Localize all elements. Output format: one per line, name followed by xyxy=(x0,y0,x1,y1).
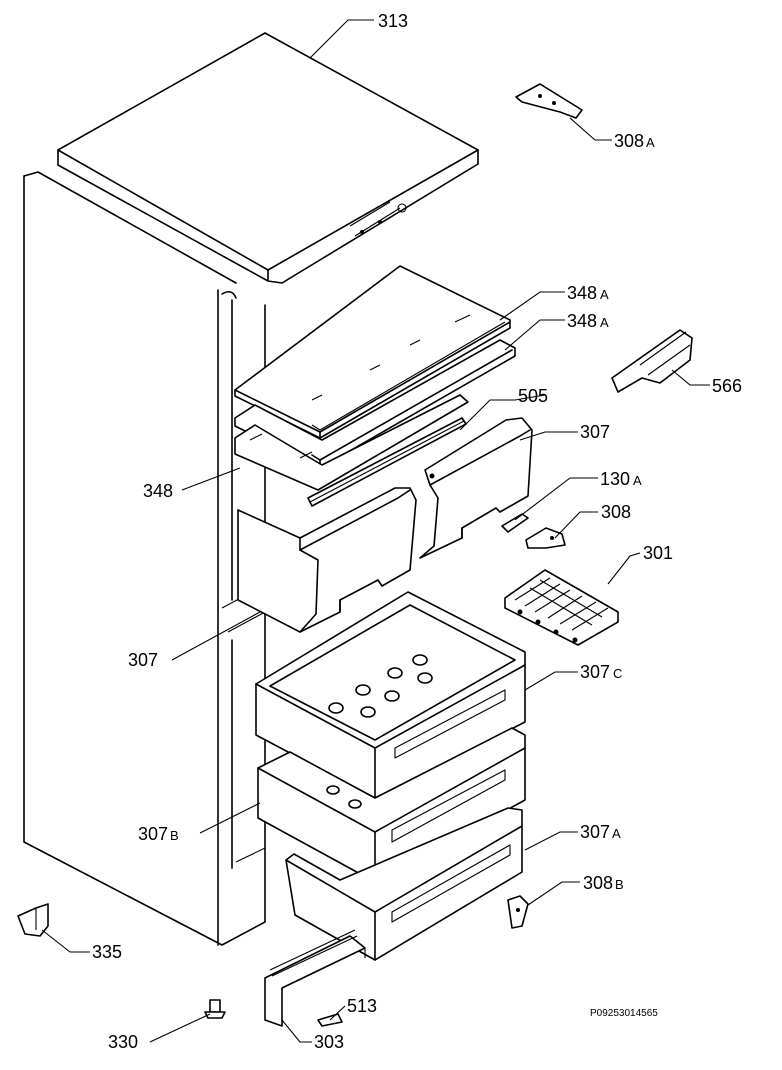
callout-303-number: 303 xyxy=(314,1032,344,1052)
callout-307b-suffix: B xyxy=(170,828,179,843)
callout-308-number: 308 xyxy=(601,502,631,522)
callout-130a-suffix: A xyxy=(633,473,642,488)
svg-text:513: 513 xyxy=(347,996,377,1016)
callout-348a-upper-suffix: A xyxy=(600,287,609,302)
callout-330-number: 330 xyxy=(108,1032,138,1052)
drawer-307b xyxy=(257,727,526,883)
callout-308a-suffix: A xyxy=(646,135,655,150)
callout-348-number: 348 xyxy=(143,481,173,501)
callout-307c-number: 307 xyxy=(580,662,610,682)
hinge-308a xyxy=(515,83,583,119)
leader-lines xyxy=(41,19,710,1043)
svg-text:348: 348 xyxy=(143,481,173,501)
callout-505: 505 xyxy=(518,386,548,406)
callout-513: 513 xyxy=(347,996,377,1016)
callout-313: 313 xyxy=(378,11,408,31)
hinge-335 xyxy=(17,903,49,937)
callout-307-right-number: 307 xyxy=(580,422,610,442)
callout-307a-suffix: A xyxy=(612,826,621,841)
callout-308b-number: 308 xyxy=(583,873,613,893)
callout-513-number: 513 xyxy=(347,996,377,1016)
glass-shelf-348 xyxy=(234,394,469,491)
part-308 xyxy=(525,527,566,549)
callout-307c-suffix: C xyxy=(613,666,622,681)
callout-308b-suffix: B xyxy=(615,877,624,892)
callout-307b-number: 307 xyxy=(138,824,168,844)
callout-505-number: 505 xyxy=(518,386,548,406)
callout-130a-number: 130 xyxy=(600,469,630,489)
drawer-307-right xyxy=(419,417,533,559)
svg-text:301: 301 xyxy=(643,543,673,563)
svg-text:566: 566 xyxy=(712,376,742,396)
callout-566: 566 xyxy=(712,376,742,396)
callout-308: 308 xyxy=(601,502,631,522)
hinge-566 xyxy=(611,329,693,393)
drawer-307c xyxy=(255,591,526,799)
drawer-307-left xyxy=(237,487,417,633)
part-130a xyxy=(501,513,529,533)
callout-348a-lower-suffix: A xyxy=(600,315,609,330)
glass-shelf-348a-upper xyxy=(234,265,511,439)
callout-301-number: 301 xyxy=(643,543,673,563)
drawer-307a xyxy=(285,807,523,961)
svg-text:303: 303 xyxy=(314,1032,344,1052)
callout-301: 301 xyxy=(643,543,673,563)
callout-566-number: 566 xyxy=(712,376,742,396)
svg-text:505: 505 xyxy=(518,386,548,406)
svg-text:313: 313 xyxy=(378,11,408,31)
callout-348a-lower-number: 348 xyxy=(567,311,597,331)
reference-code: P09253014565 xyxy=(590,1008,658,1019)
svg-text:330: 330 xyxy=(108,1032,138,1052)
callout-335-number: 335 xyxy=(92,942,122,962)
callout-330: 330 xyxy=(108,1032,138,1052)
callout-308a-number: 308 xyxy=(614,131,644,151)
svg-text:307: 307 xyxy=(580,422,610,442)
svg-text:307: 307 xyxy=(128,650,158,670)
svg-text:335: 335 xyxy=(92,942,122,962)
callout-348a-upper-number: 348 xyxy=(567,283,597,303)
callout-335: 335 xyxy=(92,942,122,962)
plinth-303 xyxy=(264,929,366,1027)
callout-348: 348 xyxy=(143,481,173,501)
svg-text:308: 308 xyxy=(601,502,631,522)
callout-313-number: 313 xyxy=(378,11,408,31)
callout-307-right: 307 xyxy=(580,422,610,442)
callout-303: 303 xyxy=(314,1032,344,1052)
ice-cube-tray-301 xyxy=(504,569,619,646)
top-cover-313 xyxy=(57,32,479,284)
callout-307a-number: 307 xyxy=(580,822,610,842)
hinge-308b xyxy=(507,895,529,929)
callout-307-left-number: 307 xyxy=(128,650,158,670)
callout-307-left: 307 xyxy=(128,650,158,670)
